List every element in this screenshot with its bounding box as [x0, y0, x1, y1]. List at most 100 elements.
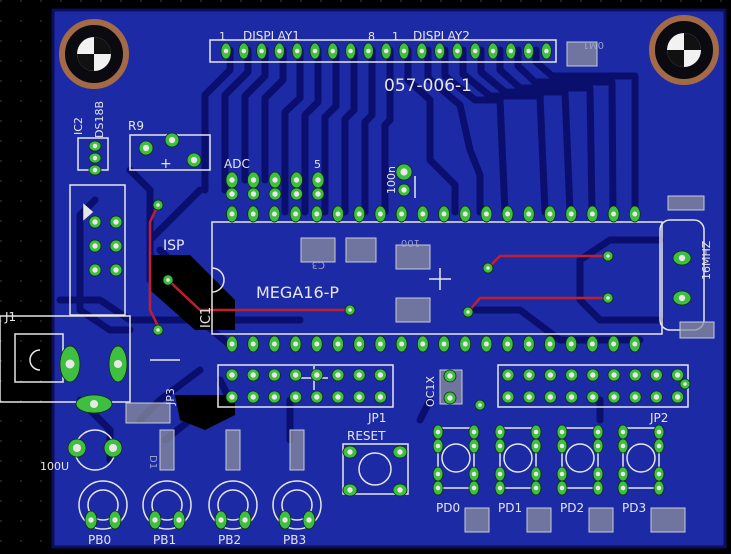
pad-hole: [441, 341, 447, 347]
pad-hole: [420, 211, 426, 217]
pad-hole: [653, 394, 660, 400]
pad-hole: [674, 372, 681, 378]
misc-label-4: D1: [147, 455, 158, 469]
pad-hole: [656, 471, 662, 477]
pad-hole: [229, 191, 235, 197]
pad-hole: [294, 48, 300, 54]
pad-hole: [497, 443, 503, 449]
pad-hole: [335, 372, 341, 378]
pd0-label: PD0: [436, 501, 460, 515]
pad-hole: [620, 485, 626, 491]
pad-hole: [508, 48, 514, 54]
pad-hole: [559, 429, 565, 435]
pad-hole: [89, 399, 99, 409]
header-pin1-left: 1: [219, 30, 226, 43]
pad-hole: [92, 143, 98, 149]
pad-hole: [277, 48, 282, 54]
pad-hole: [611, 372, 617, 378]
pad-hole: [241, 48, 247, 54]
osc-label: OC1X: [424, 376, 437, 407]
pad-hole: [335, 394, 341, 400]
pad-hole: [356, 211, 362, 217]
pad-hole: [250, 191, 257, 197]
pad-hole: [348, 48, 353, 54]
pad-hole: [526, 394, 532, 400]
pad-hole: [505, 211, 511, 217]
mounting-hole-right: [649, 15, 719, 85]
jp1-label: JP1: [367, 411, 386, 425]
pad-hole: [483, 211, 489, 217]
pad-hole: [590, 372, 596, 378]
pad-hole: [250, 372, 256, 378]
pad-hole: [397, 487, 403, 493]
pad-hole: [533, 471, 539, 477]
pad-hole: [315, 191, 321, 197]
j1-label: J1: [4, 310, 16, 324]
pad-hole: [259, 48, 264, 54]
pad-hole: [218, 517, 224, 523]
pad-hole: [559, 443, 565, 449]
pad-hole: [306, 517, 312, 523]
pad-hole: [472, 48, 478, 54]
pad-hole: [656, 443, 662, 449]
pad-hole: [293, 211, 299, 217]
pad-hole: [559, 485, 565, 491]
pad-hole: [595, 443, 601, 449]
ic-ref-label: IC1: [199, 307, 214, 328]
pad-hole: [92, 167, 98, 173]
pad-hole: [112, 517, 118, 523]
crystal-label: 16MHZ: [700, 240, 713, 280]
pad-hole: [419, 48, 425, 54]
ic2-label: IC2: [72, 117, 85, 135]
pad-hole: [347, 487, 353, 493]
top-layer-traces: [148, 203, 610, 332]
pad-hole: [505, 341, 511, 347]
ds18-label: DS18B: [93, 101, 106, 138]
misc-label-3: 100: [401, 237, 420, 248]
pad-hole: [435, 471, 441, 477]
pad-hole: [314, 341, 320, 347]
adc-pin5-label: 5: [314, 158, 321, 171]
reset-label: RESET: [347, 429, 386, 443]
pad-hole: [632, 372, 638, 378]
pad-hole: [547, 372, 554, 378]
pb0-label: PB0: [88, 533, 111, 547]
pad-hole: [656, 429, 662, 435]
pad-hole: [399, 211, 405, 217]
pad-hole: [471, 471, 477, 477]
pad-hole: [72, 443, 82, 453]
pad-hole: [490, 48, 496, 54]
pad-hole: [462, 211, 468, 217]
pad-hole: [611, 394, 617, 400]
pad-hole: [377, 394, 384, 400]
pad-hole: [401, 187, 407, 193]
pad-hole: [400, 168, 408, 176]
pad-hole: [632, 394, 638, 400]
pad-hole: [435, 485, 441, 491]
pad-hole: [595, 485, 601, 491]
pad-hole: [113, 359, 123, 369]
pad-hole: [497, 429, 503, 435]
pad-hole: [223, 48, 229, 54]
jp3-label: JP3: [164, 388, 177, 406]
pad-hole: [632, 211, 638, 217]
pad-hole: [142, 144, 150, 152]
pad-hole: [314, 372, 320, 378]
pad-hole: [92, 243, 98, 249]
pad-hole: [656, 485, 662, 491]
smd-components: [125, 41, 715, 533]
pad-hole: [176, 517, 182, 523]
pad-hole: [335, 211, 341, 217]
pad-hole: [505, 372, 511, 378]
pad-hole: [190, 156, 198, 164]
pad-hole: [168, 136, 176, 144]
pad-hole: [293, 341, 299, 347]
pad-hole: [455, 48, 460, 54]
pad-hole: [292, 372, 299, 378]
component-pads: [59, 42, 692, 530]
pd3-label: PD3: [622, 501, 646, 515]
misc-label-1: 0M1: [583, 39, 604, 50]
pad-hole: [437, 48, 442, 54]
pad-hole: [620, 429, 626, 435]
